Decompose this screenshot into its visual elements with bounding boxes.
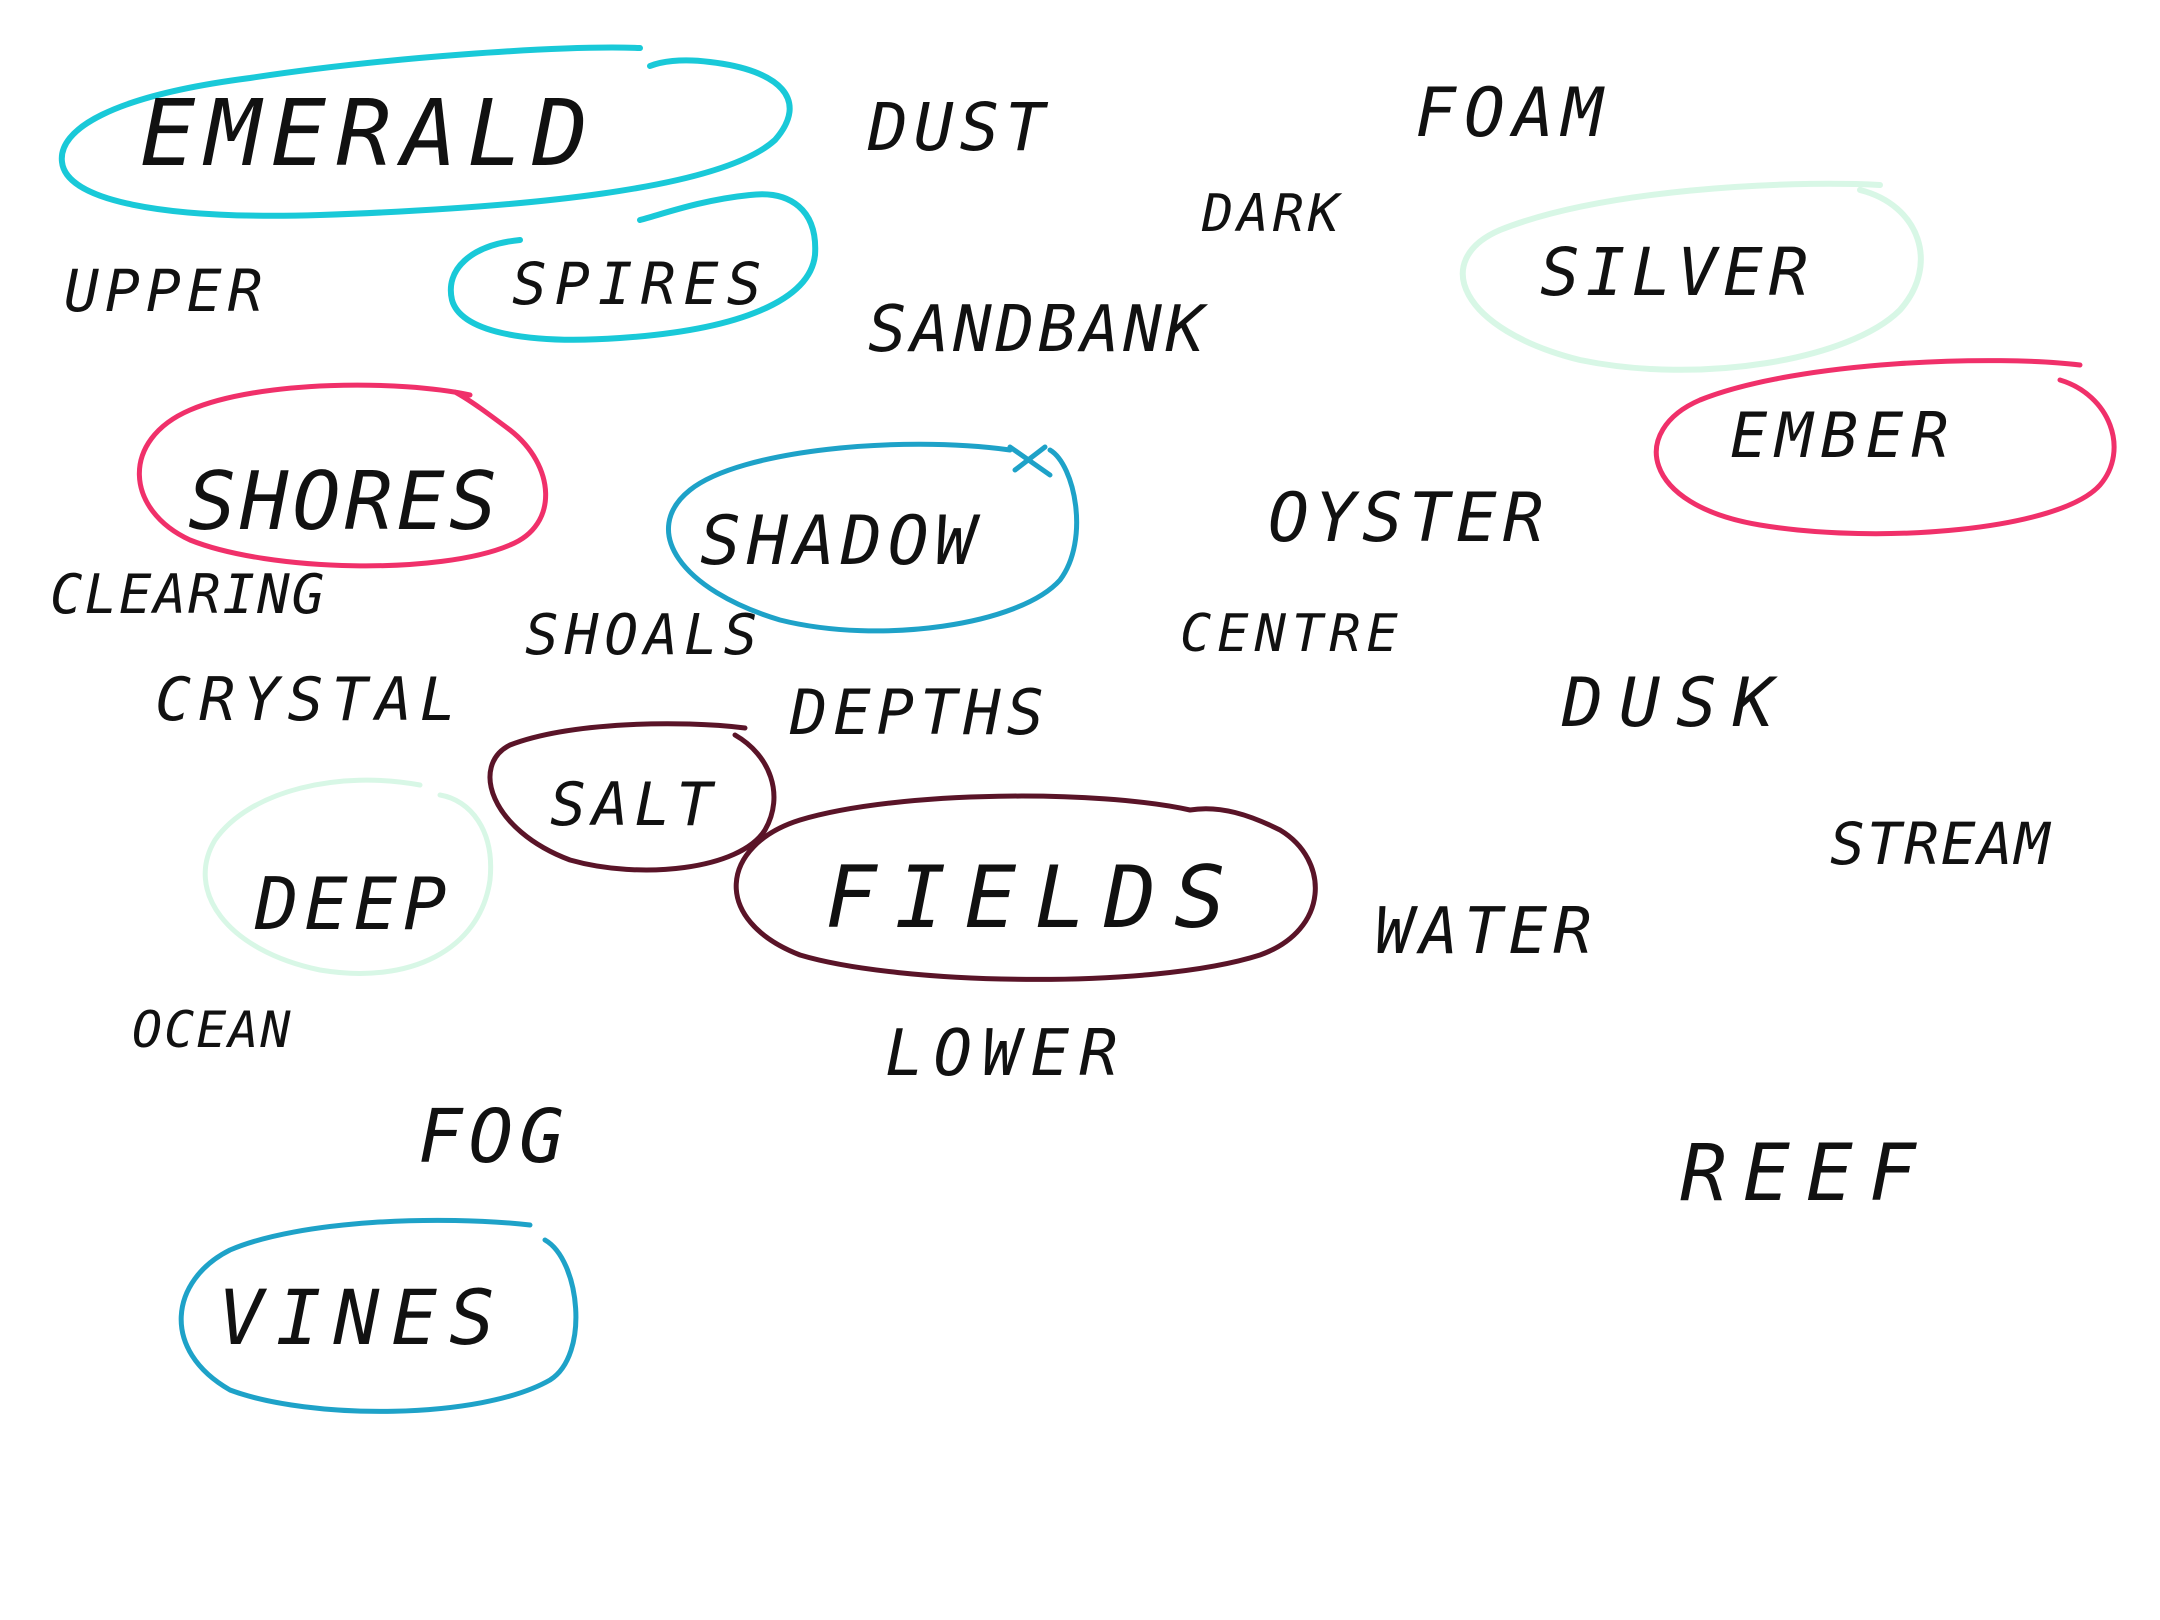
word-ember: EMBER [1730, 399, 1957, 472]
word-fields: FIELDS [825, 848, 1244, 948]
word-dark: DARK [1202, 184, 1344, 244]
word-foam: FOAM [1415, 74, 1611, 153]
word-upper: UPPER [64, 257, 269, 325]
word-shoals: SHOALS [525, 603, 764, 668]
word-emerald: EMERALD [140, 80, 598, 187]
word-water: WATER [1375, 895, 1598, 969]
word-dusk: DUSK [1562, 664, 1790, 743]
spires-circle [447, 191, 819, 343]
silver-circle [1459, 180, 1924, 373]
word-dust: DUST [868, 89, 1051, 166]
word-centre: CENTRE [1180, 604, 1404, 664]
deep-circle [202, 777, 494, 976]
word-stream: STREAM [1830, 810, 2052, 878]
word-deep: DEEP [255, 862, 453, 946]
word-silver: SILVER [1540, 234, 1815, 311]
ember-circle [1653, 358, 2117, 537]
emerald-circle [58, 44, 793, 219]
word-spires: SPIRES [512, 250, 770, 318]
word-vines: VINES [218, 1273, 507, 1362]
shores-circle [136, 382, 549, 569]
word-shores: SHORES [188, 455, 501, 548]
salt-circle [487, 721, 777, 873]
fields-circle [733, 793, 1318, 982]
word-shadow: SHADOW [700, 502, 982, 581]
word-crystal: CRYSTAL [155, 665, 464, 735]
word-lower: LOWER [885, 1017, 1128, 1091]
word-fog: FOG [418, 1094, 570, 1180]
word-reef: REEF [1680, 1129, 1932, 1219]
word-ocean: OCEAN [132, 1001, 293, 1059]
word-clearing: CLEARING [50, 563, 327, 626]
shadow-circle [666, 441, 1080, 634]
word-depths: DEPTHS [790, 676, 1050, 749]
word-sandbank: SANDBANK [868, 293, 1209, 367]
word-oyster: OYSTER [1268, 479, 1550, 558]
vines-circle [178, 1217, 579, 1414]
word-salt: SALT [550, 770, 719, 840]
